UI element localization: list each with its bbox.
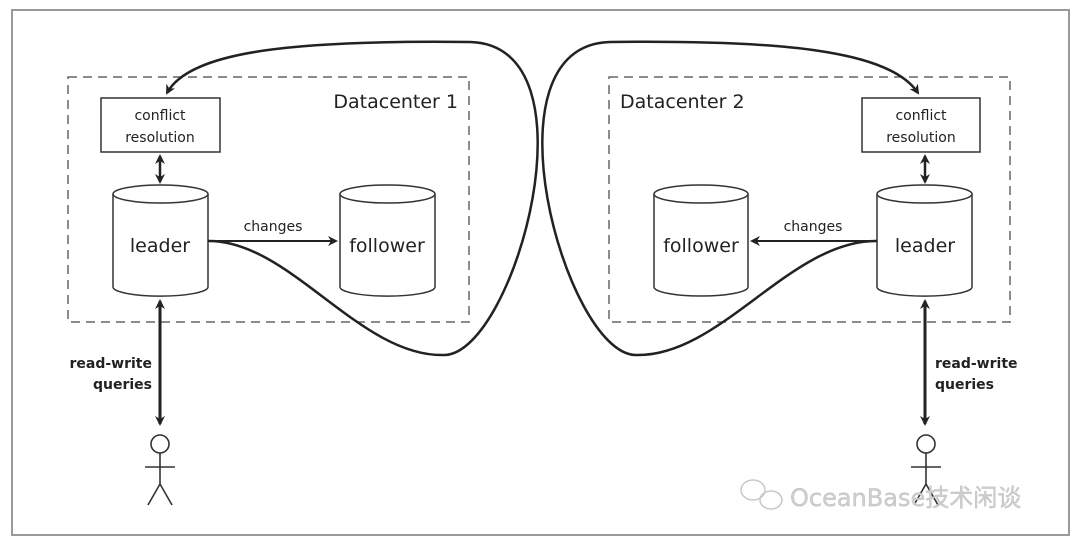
datacenter-1-boundary (67, 76, 470, 323)
wechat-icon (740, 479, 783, 510)
replication-curve-dc2-to-dc1 (165, 40, 539, 357)
outer-frame (11, 9, 1070, 536)
changes-label-1: changes (244, 219, 303, 235)
read-write-label-2: read-write (935, 356, 1018, 372)
queries-label-1: queries (93, 377, 152, 393)
read-write-label-1: read-write (69, 356, 152, 372)
datacenter-1: Datacenter 1 conflict resolution leader … (67, 76, 470, 323)
watermark-text: OceanBase技术闲谈 (790, 484, 1021, 512)
resolution-label-1: resolution (125, 130, 195, 146)
follower-label-1: follower (349, 235, 425, 257)
replication-curve-dc1-to-dc2 (541, 40, 920, 357)
leader-label-2: leader (895, 235, 955, 257)
datacenter-1-title: Datacenter 1 (333, 91, 458, 113)
leader-db-2: leader (876, 184, 973, 297)
conflict-label-1: conflict (134, 108, 186, 124)
follower-db-1: follower (339, 184, 436, 297)
leader-label-1: leader (130, 235, 190, 257)
queries-label-2: queries (935, 377, 994, 393)
changes-label-2: changes (784, 219, 843, 235)
resolution-label-2: resolution (886, 130, 956, 146)
datacenter-2: Datacenter 2 conflict resolution followe… (608, 76, 1011, 323)
datacenter-2-boundary (608, 76, 1011, 323)
user-icon-1 (145, 434, 175, 506)
follower-label-2: follower (663, 235, 739, 257)
follower-db-2: follower (653, 184, 749, 297)
conflict-label-2: conflict (895, 108, 947, 124)
conflict-resolution-box-1 (100, 97, 221, 153)
conflict-resolution-box-2 (861, 97, 981, 153)
leader-db-1: leader (112, 184, 209, 297)
datacenter-2-title: Datacenter 2 (620, 91, 745, 113)
user-icon-2 (911, 434, 941, 506)
